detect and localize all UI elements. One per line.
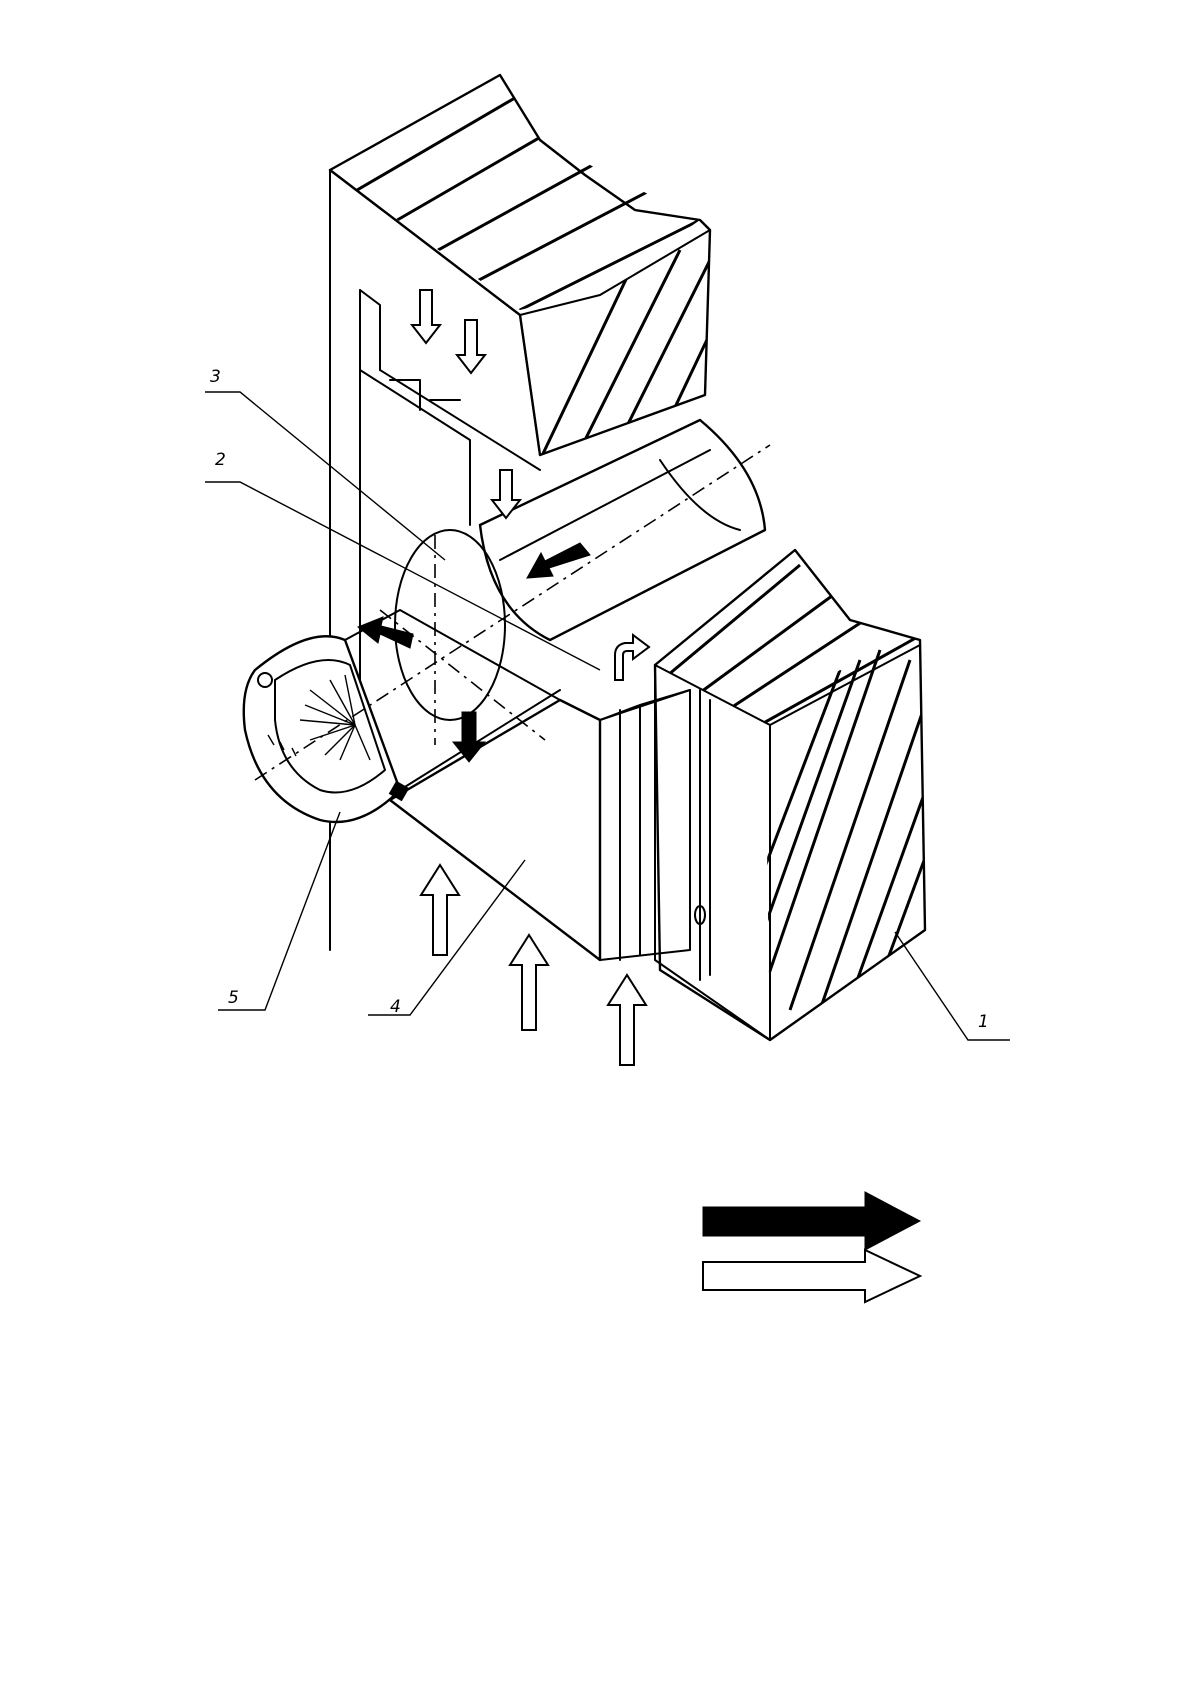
part-label-3: 3 [210, 367, 221, 387]
lower-wall-block [650, 550, 950, 1040]
solid-arrow-icon [703, 1192, 920, 1250]
hollow-arrow-icon [421, 865, 459, 955]
hollow-arrow-icon [615, 635, 649, 680]
part-label-5: 5 [228, 988, 239, 1008]
hollow-arrow-icon [457, 320, 485, 373]
hollow-arrow-icon [510, 935, 548, 1030]
hollow-arrow-icon [703, 1250, 920, 1302]
front-disc [244, 636, 400, 822]
part-label-4: 4 [390, 997, 401, 1017]
part-label-1: 1 [978, 1012, 989, 1032]
solid-arrow-icon [358, 617, 413, 648]
hollow-arrow-icon [608, 975, 646, 1065]
part-label-2: 2 [215, 450, 226, 470]
hollow-arrow-icon [412, 290, 440, 343]
legend [703, 1192, 920, 1302]
